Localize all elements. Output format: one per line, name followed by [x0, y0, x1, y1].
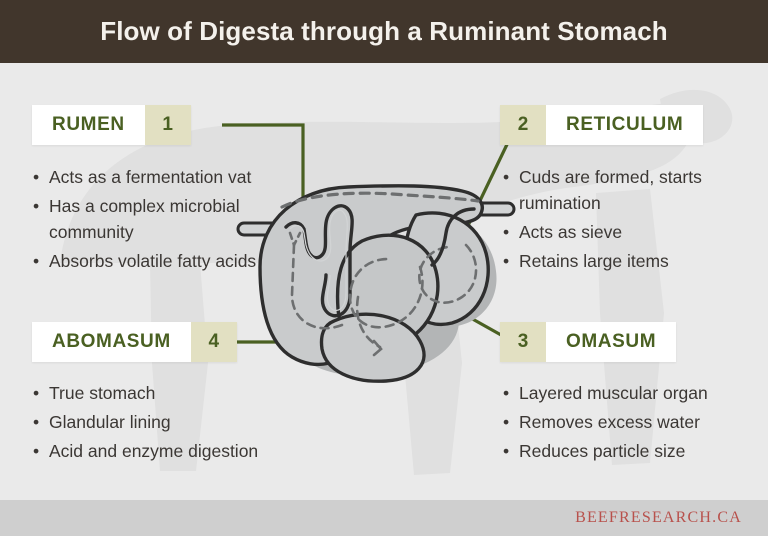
footer-bar: BEEFRESEARCH.CA	[0, 500, 768, 536]
page-title: Flow of Digesta through a Ruminant Stoma…	[100, 16, 668, 46]
list-item: Acts as a fermentation vat	[33, 164, 303, 190]
list-item: Has a complex microbial community	[33, 193, 303, 245]
label-box-omasum[interactable]: 3 OMASUM	[500, 322, 677, 362]
label-box-abomasum[interactable]: ABOMASUM 4	[32, 322, 237, 362]
bullet-list-rumen: Acts as a fermentation vat Has a complex…	[33, 164, 303, 277]
list-item: Acid and enzyme digestion	[33, 438, 323, 464]
beefresearch-logo[interactable]: BEEFRESEARCH.CA	[575, 509, 742, 526]
bullet-list-omasum: Layered muscular organ Removes excess wa…	[503, 380, 763, 467]
organ-number-reticulum: 2	[500, 105, 546, 145]
organ-number-omasum: 3	[500, 322, 546, 362]
list-item: Removes excess water	[503, 409, 763, 435]
list-item: Cuds are formed, starts rumination	[503, 164, 753, 216]
organ-name-abomasum: ABOMASUM	[32, 322, 191, 362]
organ-name-rumen: RUMEN	[32, 105, 145, 145]
label-box-reticulum[interactable]: 2 RETICULUM	[500, 105, 704, 145]
list-item: True stomach	[33, 380, 323, 406]
bullet-list-reticulum: Cuds are formed, starts rumination Acts …	[503, 164, 753, 277]
list-item: Layered muscular organ	[503, 380, 763, 406]
label-box-rumen[interactable]: RUMEN 1	[32, 105, 191, 145]
list-item: Retains large items	[503, 248, 753, 274]
organ-name-reticulum: RETICULUM	[546, 105, 704, 145]
bullet-list-abomasum: True stomach Glandular lining Acid and e…	[33, 380, 323, 467]
list-item: Absorbs volatile fatty acids	[33, 248, 303, 274]
organ-name-omasum: OMASUM	[546, 322, 677, 362]
list-item: Acts as sieve	[503, 219, 753, 245]
header-bar: Flow of Digesta through a Ruminant Stoma…	[0, 0, 768, 63]
list-item: Reduces particle size	[503, 438, 763, 464]
list-item: Glandular lining	[33, 409, 323, 435]
organ-number-abomasum: 4	[190, 322, 237, 362]
organ-number-rumen: 1	[144, 105, 191, 145]
